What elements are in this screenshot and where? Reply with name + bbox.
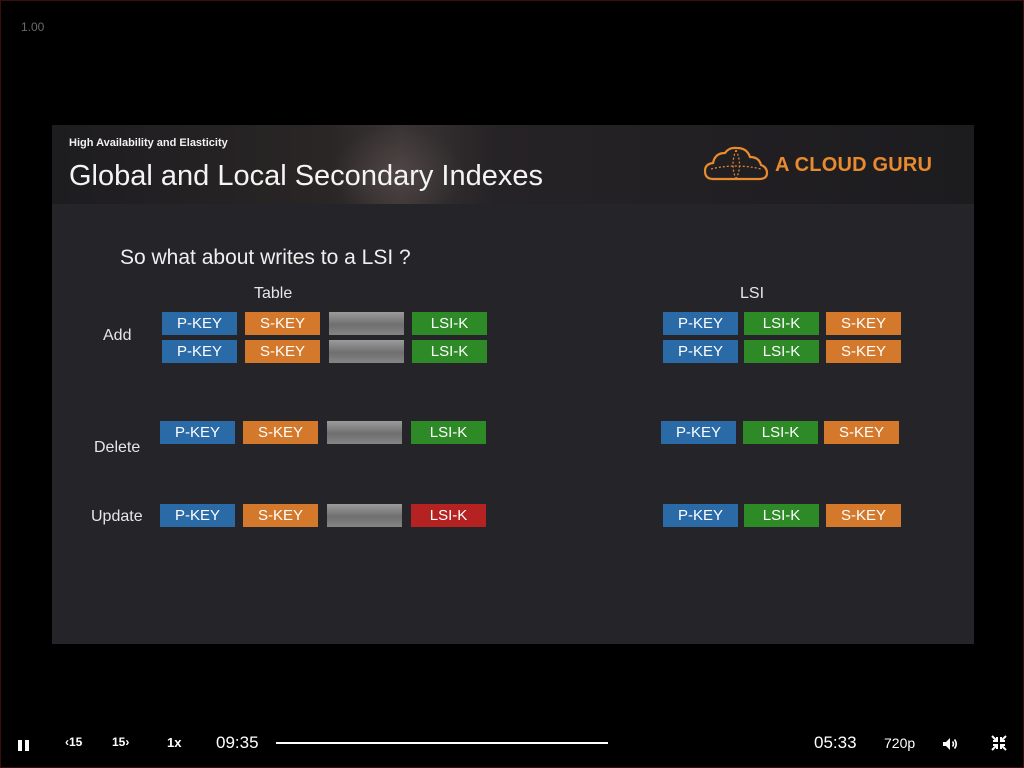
table-column-heading: Table — [254, 285, 293, 302]
row-label-add: Add — [103, 327, 132, 344]
table-add-2-skey: S-KEY — [245, 340, 320, 363]
lsi-update-skey: S-KEY — [826, 504, 901, 527]
table-add-2-lsik: LSI-K — [412, 340, 487, 363]
slide-subtitle: High Availability and Elasticity — [69, 137, 228, 149]
remaining-time: 05:33 — [814, 733, 857, 752]
lsi-delete-skey: S-KEY — [824, 421, 899, 444]
forward-15-button[interactable]: 15› — [112, 735, 130, 749]
lsi-delete-pkey: P-KEY — [661, 421, 736, 444]
table-update-attribute — [327, 504, 402, 527]
table-update-pkey: P-KEY — [160, 504, 235, 527]
table-delete-attribute — [327, 421, 402, 444]
rewind-15-button[interactable]: ‹15 — [65, 735, 83, 749]
brand-name: A CLOUD GURU — [775, 153, 933, 176]
lsi-add-1-lsik: LSI-K — [744, 312, 819, 335]
table-update-skey: S-KEY — [243, 504, 318, 527]
table-delete-skey: S-KEY — [243, 421, 318, 444]
lsi-update-pkey: P-KEY — [663, 504, 738, 527]
table-delete-pkey: P-KEY — [160, 421, 235, 444]
lsi-delete-lsik: LSI-K — [743, 421, 818, 444]
volume-icon — [943, 738, 958, 750]
progress-bar[interactable] — [276, 742, 608, 744]
pause-icon-bar-left — [18, 739, 22, 751]
header-background-image — [332, 125, 462, 204]
table-delete-lsik: LSI-K — [411, 421, 486, 444]
table-add-1-skey: S-KEY — [245, 312, 320, 335]
elapsed-time: 09:35 — [216, 733, 259, 752]
exit-fullscreen-icon — [991, 735, 1007, 751]
lsi-update-lsik: LSI-K — [744, 504, 819, 527]
row-label-delete: Delete — [94, 439, 141, 456]
lsi-add-2-skey: S-KEY — [826, 340, 901, 363]
table-add-2-attribute — [329, 340, 404, 363]
playback-rate-button[interactable]: 1x — [167, 735, 182, 750]
volume-button[interactable] — [941, 735, 959, 753]
quality-button[interactable]: 720p — [884, 735, 916, 751]
lsi-add-2-pkey: P-KEY — [663, 340, 738, 363]
row-label-update: Update — [91, 508, 143, 525]
lsi-add-2-lsik: LSI-K — [744, 340, 819, 363]
table-update-lsik-changed: LSI-K — [411, 504, 486, 527]
brand-logo: A CLOUD GURU — [703, 145, 932, 185]
slide-question: So what about writes to a LSI ? — [120, 246, 411, 269]
slide-title: Global and Local Secondary Indexes — [69, 160, 543, 192]
cloud-logo-icon — [703, 146, 769, 181]
pause-icon-bar-right — [25, 739, 29, 751]
exit-fullscreen-button[interactable] — [991, 735, 1007, 751]
table-add-1-pkey: P-KEY — [162, 312, 237, 335]
table-add-1-attribute — [329, 312, 404, 335]
table-add-2-pkey: P-KEY — [162, 340, 237, 363]
table-add-1-lsik: LSI-K — [412, 312, 487, 335]
video-frame-slide: High Availability and Elasticity Global … — [52, 125, 974, 644]
playback-speed-readout: 1.00 — [21, 20, 45, 34]
player-control-bar: ‹15 15› 1x 09:35 05:33 720p — [1, 723, 1024, 767]
lsi-add-1-skey: S-KEY — [826, 312, 901, 335]
slide-header: High Availability and Elasticity Global … — [52, 125, 974, 204]
lsi-column-heading: LSI — [740, 285, 765, 302]
pause-button[interactable] — [18, 737, 34, 753]
lsi-add-1-pkey: P-KEY — [663, 312, 738, 335]
